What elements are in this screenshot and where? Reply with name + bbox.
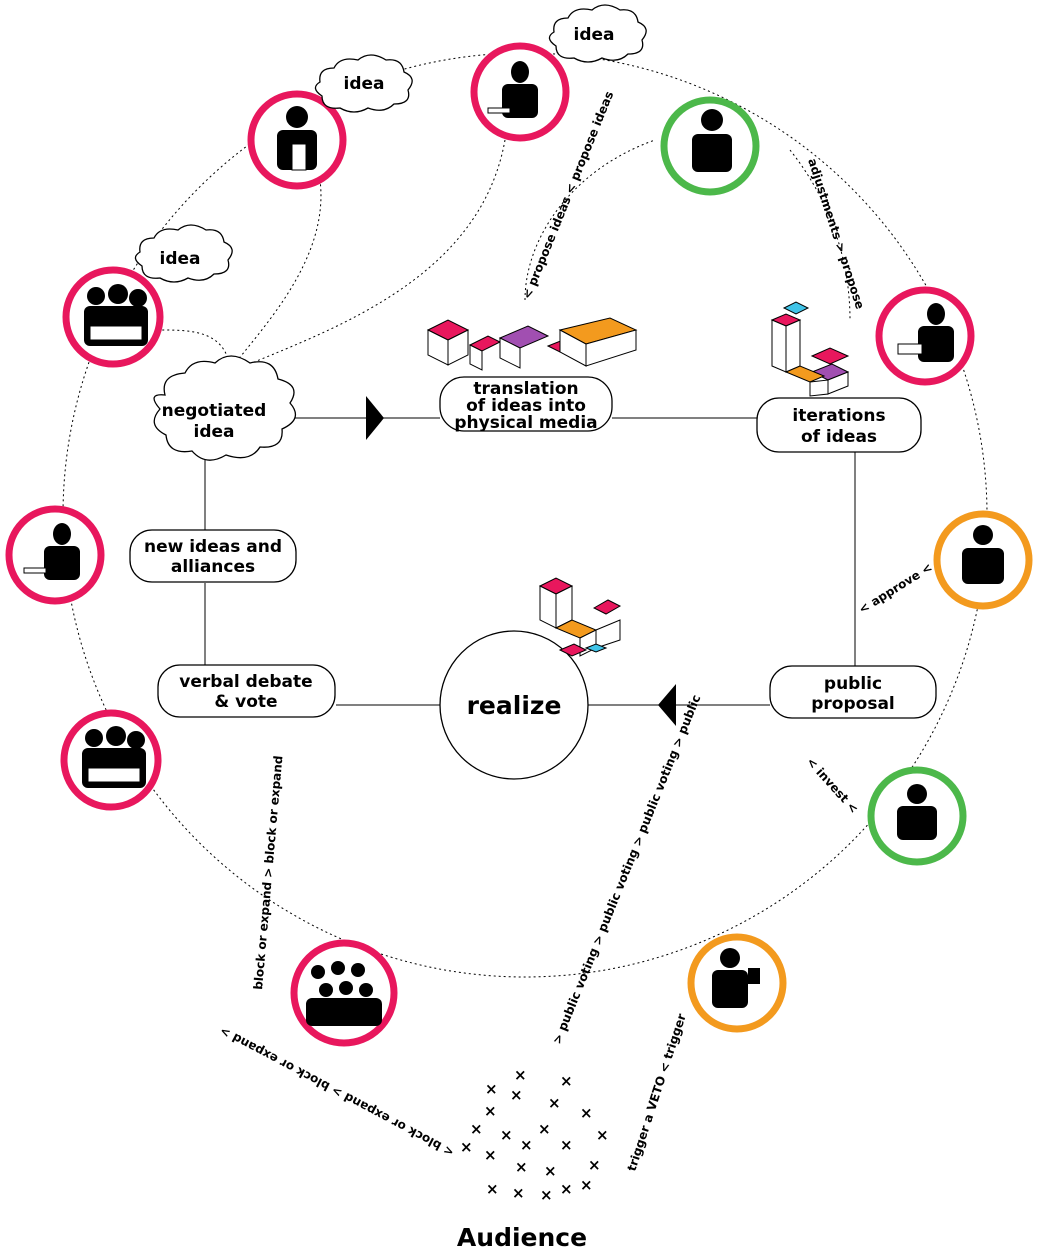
curve-propose-ideas xyxy=(524,139,656,301)
audience-label: Audience xyxy=(457,1223,587,1252)
public-label-2: proposal xyxy=(811,694,895,714)
newideas-label-2: alliances xyxy=(171,557,255,577)
audience-crosses: × × × × × × × × × × × × × × × × × × × × … xyxy=(460,1066,609,1204)
translation-label-1: translation xyxy=(473,379,578,399)
svg-text:×: × xyxy=(484,1102,497,1120)
node-translation: translation of ideas into physical media xyxy=(439,376,613,433)
edge-label-approve: < approve < xyxy=(856,560,935,616)
edge-label-invest: < invest < xyxy=(804,755,861,816)
actor-investor xyxy=(867,766,967,866)
svg-text:×: × xyxy=(596,1126,609,1144)
svg-text:×: × xyxy=(580,1104,593,1122)
idea-bubble-3: idea xyxy=(134,224,233,283)
svg-text:×: × xyxy=(580,1176,593,1194)
svg-text:×: × xyxy=(560,1072,573,1090)
idea-bubble-3-text: idea xyxy=(160,249,201,269)
svg-text:×: × xyxy=(514,1066,527,1084)
svg-text:×: × xyxy=(560,1136,573,1154)
svg-text:×: × xyxy=(515,1158,528,1176)
actor-idea-giver-group xyxy=(62,266,164,368)
svg-text:×: × xyxy=(520,1136,533,1154)
idea-bubble-1-text: idea xyxy=(344,74,385,94)
actor-mayor xyxy=(933,510,1033,610)
negotiated-label-1: negotiated xyxy=(162,401,267,421)
svg-text:×: × xyxy=(510,1086,523,1104)
actor-crowd xyxy=(290,939,398,1047)
process-cycle-dotted-circle xyxy=(62,52,988,978)
actor-group-bottom xyxy=(60,709,162,811)
realize-label: realize xyxy=(467,691,562,720)
svg-text:×: × xyxy=(486,1180,499,1198)
verbal-label-2: & vote xyxy=(214,692,277,712)
newideas-label-1: new ideas and xyxy=(144,537,282,557)
idea-link-1 xyxy=(229,179,322,371)
svg-text:×: × xyxy=(512,1184,525,1202)
svg-text:×: × xyxy=(540,1186,553,1204)
svg-text:×: × xyxy=(538,1120,551,1138)
actor-architect xyxy=(660,96,760,196)
svg-text:×: × xyxy=(588,1156,601,1174)
blocks-iterations-illustration xyxy=(770,301,850,397)
svg-text:×: × xyxy=(548,1094,561,1112)
svg-text:×: × xyxy=(500,1126,513,1144)
edge-label-adjustments: adjustments > propose xyxy=(805,157,867,311)
idea-bubble-2-text: idea xyxy=(574,25,615,45)
translation-label-2: of ideas into xyxy=(466,396,586,416)
idea-bubble-2: idea xyxy=(548,4,647,63)
svg-text:×: × xyxy=(560,1180,573,1198)
node-iterations: iterations of ideas xyxy=(756,397,922,453)
arrowhead-right xyxy=(366,396,384,440)
idea-bubble-1: idea xyxy=(314,54,413,113)
node-negotiated-idea: negotiated idea xyxy=(153,355,297,461)
edge-label-trigger: trigger a VETO < trigger xyxy=(625,1012,689,1173)
iterations-label-1: iterations xyxy=(792,406,885,426)
translation-label-3: physical media xyxy=(454,413,597,433)
verbal-label-1: verbal debate xyxy=(179,672,312,692)
actor-planner xyxy=(875,286,975,386)
negotiated-label-2: idea xyxy=(194,422,235,442)
svg-text:×: × xyxy=(470,1120,483,1138)
actor-idea-giver-desk xyxy=(470,42,570,142)
node-realize: realize xyxy=(439,630,589,780)
arrowhead-left xyxy=(658,684,676,726)
svg-text:×: × xyxy=(544,1162,557,1180)
node-public-proposal: public proposal xyxy=(769,665,937,719)
svg-text:×: × xyxy=(484,1146,497,1164)
blocks-realize-illustration xyxy=(538,577,622,657)
iterations-label-2: of ideas xyxy=(801,427,877,447)
svg-text:×: × xyxy=(485,1080,498,1098)
node-new-ideas: new ideas and alliances xyxy=(129,529,297,583)
actor-judge xyxy=(687,933,787,1033)
actor-idea-giver-helmet xyxy=(247,90,347,190)
public-label-1: public xyxy=(824,674,882,694)
actor-worker-left xyxy=(5,505,105,605)
svg-text:×: × xyxy=(460,1138,473,1156)
node-verbal-debate: verbal debate & vote xyxy=(157,664,336,718)
blocks-translation-illustration xyxy=(426,317,638,371)
edge-label-block-left: block or expand > block or expand xyxy=(251,755,285,990)
